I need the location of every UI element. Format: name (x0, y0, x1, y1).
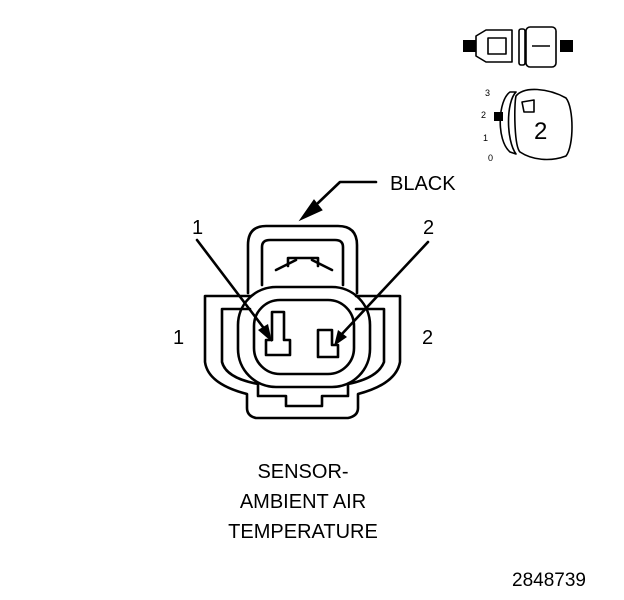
view-angle-icon: 3 2 1 0 2 (481, 88, 573, 163)
wire-color-callout (298, 180, 378, 222)
scale-label-0: 0 (488, 153, 493, 163)
view-marker (494, 112, 503, 121)
scale-label-3: 3 (485, 88, 490, 98)
scale-label-2: 2 (481, 110, 486, 120)
caption-line-3: TEMPERATURE (228, 521, 378, 543)
pin-1-callout-label: 1 (192, 217, 203, 239)
cavity-2-label: 2 (422, 327, 433, 349)
figure-number: 2848739 (512, 570, 586, 591)
view-number: 2 (534, 118, 547, 145)
wire-color-label: BLACK (390, 173, 456, 195)
connector-front-view (203, 224, 402, 420)
pin-2-callout-label: 2 (423, 217, 434, 239)
pin-2-arrow (334, 240, 430, 346)
cavity-1-label: 1 (173, 327, 184, 349)
scale-label-1: 1 (483, 133, 488, 143)
caption-line-1: SENSOR- (257, 461, 348, 483)
pin-1-arrow (195, 238, 272, 342)
caption-line-2: AMBIENT AIR (240, 491, 366, 513)
connector-side-view-icon (463, 26, 573, 68)
